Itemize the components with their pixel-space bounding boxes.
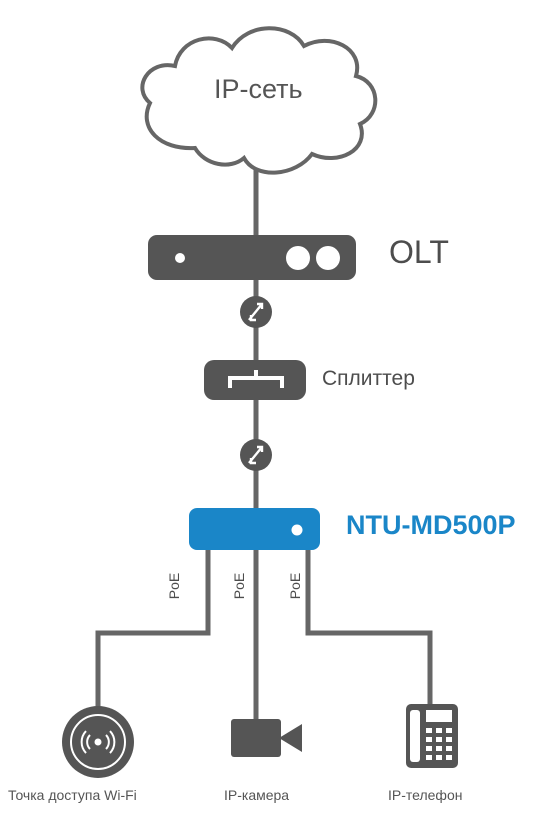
poe-link-phone [305,550,433,710]
ntu-device-icon [189,508,320,550]
olt-label: OLT [389,234,449,270]
olt-device-icon [148,235,356,280]
ntu-label: NTU-MD500P [346,510,516,540]
poe-link-access-point [95,550,211,710]
cloud-icon [140,26,378,175]
ip-phone-icon [406,704,458,768]
wifi-access-point-icon [62,706,134,778]
ip-camera-icon [231,719,302,757]
fiber-connector-icon [240,296,272,328]
poe-label: PoE [166,572,182,600]
cloud-label: IP-сеть [214,74,303,104]
ip-phone-label: IP-телефон [388,787,463,803]
splitter-device-icon [204,360,306,400]
poe-label: PoE [231,572,247,600]
access-point-label: Точка доступа Wi-Fi [8,787,137,803]
fiber-connector-icon [240,439,272,471]
connection-lines [95,160,433,720]
splitter-label: Сплиттер [322,367,415,390]
poe-label: PoE [287,572,303,600]
ip-camera-label: IP-камера [224,787,290,803]
